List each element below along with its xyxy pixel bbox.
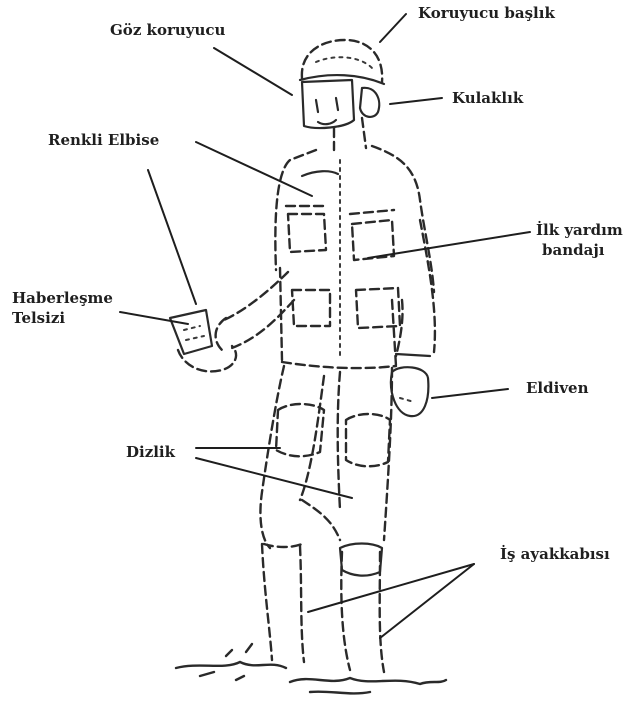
label-radio-line1: Haberleşme [12,288,113,308]
label-eye-protector: Göz koruyucu [110,20,225,40]
label-radio-line2: Telsizi [12,308,65,328]
right-arm [396,220,435,356]
glove [391,367,428,416]
label-ear-muff: Kulaklık [452,88,523,108]
label-safety-boots: İş ayakkabısı [500,544,610,564]
label-glove: Eldiven [526,378,588,398]
label-colored-clothing: Renkli Elbise [48,130,159,150]
ear-muff [360,88,379,117]
label-first-aid-line2: bandajı [542,240,604,260]
jacket [275,146,434,368]
legs [260,366,392,548]
eye-protector [302,80,354,128]
label-knee-pad: Dizlik [126,442,175,462]
label-first-aid-line1: İlk yardım [536,220,623,240]
label-protective-helmet: Koruyucu başlık [418,3,555,23]
helmet [300,40,384,84]
ground [176,644,446,693]
